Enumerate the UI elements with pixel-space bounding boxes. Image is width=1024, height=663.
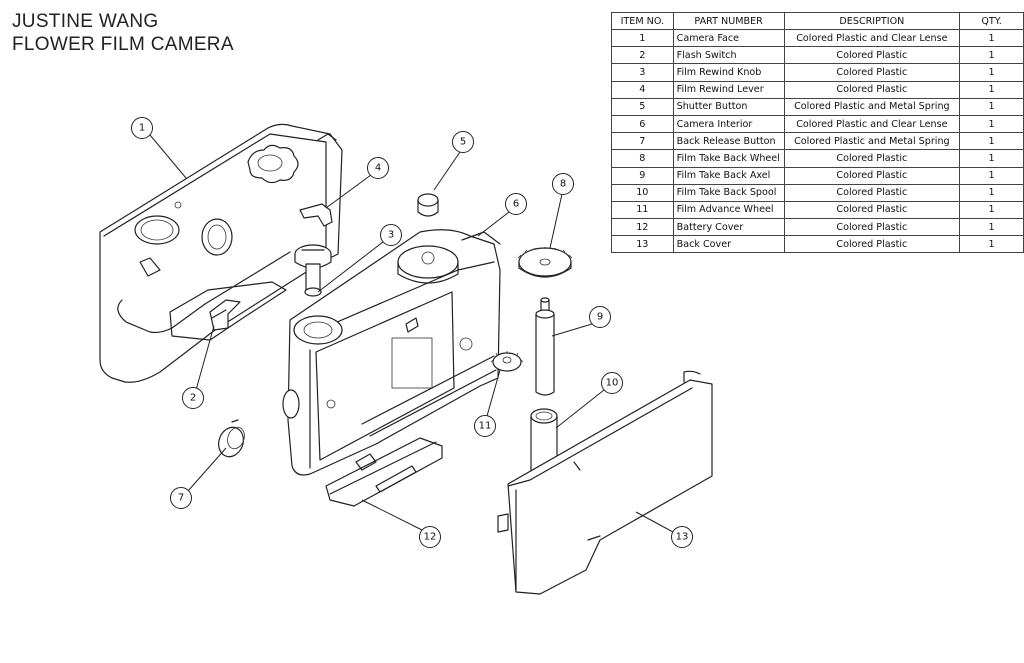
battery-cover-part: [325, 437, 443, 507]
balloon-7-label: 7: [178, 493, 184, 504]
balloon-12: 12: [419, 526, 441, 548]
table-header-row: ITEM NO. PART NUMBER DESCRIPTION QTY.: [611, 12, 1024, 30]
film-rewind-lever-part: [299, 203, 333, 227]
balloon-13: 13: [671, 526, 693, 548]
balloon-5-label: 5: [460, 137, 466, 148]
balloon-1-label: 1: [139, 123, 145, 134]
film-rewind-knob-part: [294, 244, 332, 297]
balloon-3: 3: [380, 224, 402, 246]
balloon-6-label: 6: [513, 199, 519, 210]
balloon-9: 9: [589, 306, 611, 328]
balloon-7: 7: [170, 487, 192, 509]
author-name: JUSTINE WANG: [12, 11, 159, 32]
balloon-12-label: 12: [424, 532, 437, 543]
balloon-13-label: 13: [676, 532, 689, 543]
balloon-10: 10: [601, 372, 623, 394]
camera-face-part: [99, 123, 343, 383]
balloon-1: 1: [131, 117, 153, 139]
film-take-back-wheel-part: [517, 247, 573, 278]
balloon-callouts: 1 2 3 4 5 6 7 8 9 10 11 12 13: [131, 117, 693, 548]
qty-cell: 1: [959, 235, 1024, 254]
description-cell: Colored Plastic: [783, 235, 961, 254]
flash-switch-part: [209, 299, 241, 331]
balloon-3-label: 3: [388, 230, 394, 241]
balloon-4-label: 4: [375, 163, 381, 174]
item-no-cell: 13: [611, 235, 674, 254]
balloon-6: 6: [505, 193, 527, 215]
film-advance-wheel-part: [490, 351, 524, 372]
balloon-8: 8: [552, 173, 574, 195]
qty-cell: 1: [959, 183, 1024, 202]
balloon-8-label: 8: [560, 179, 566, 190]
balloon-4: 4: [367, 157, 389, 179]
balloon-9-label: 9: [597, 312, 603, 323]
back-release-button-part: [218, 419, 245, 458]
balloon-2-label: 2: [190, 393, 196, 404]
balloon-11: 11: [474, 415, 496, 437]
camera-interior-part: [282, 229, 501, 476]
product-name: FLOWER FILM CAMERA: [12, 34, 234, 55]
shutter-button-part: [417, 193, 439, 217]
part-number-cell: Back Cover: [672, 235, 785, 254]
back-cover-part: [497, 370, 713, 595]
balloon-10-label: 10: [606, 378, 619, 389]
balloon-11-label: 11: [479, 421, 492, 432]
film-take-back-axel-part: [535, 297, 555, 396]
drawing-title: JUSTINE WANG FLOWER FILM CAMERA: [12, 10, 234, 56]
balloon-5: 5: [452, 131, 474, 153]
balloon-2: 2: [182, 387, 204, 409]
